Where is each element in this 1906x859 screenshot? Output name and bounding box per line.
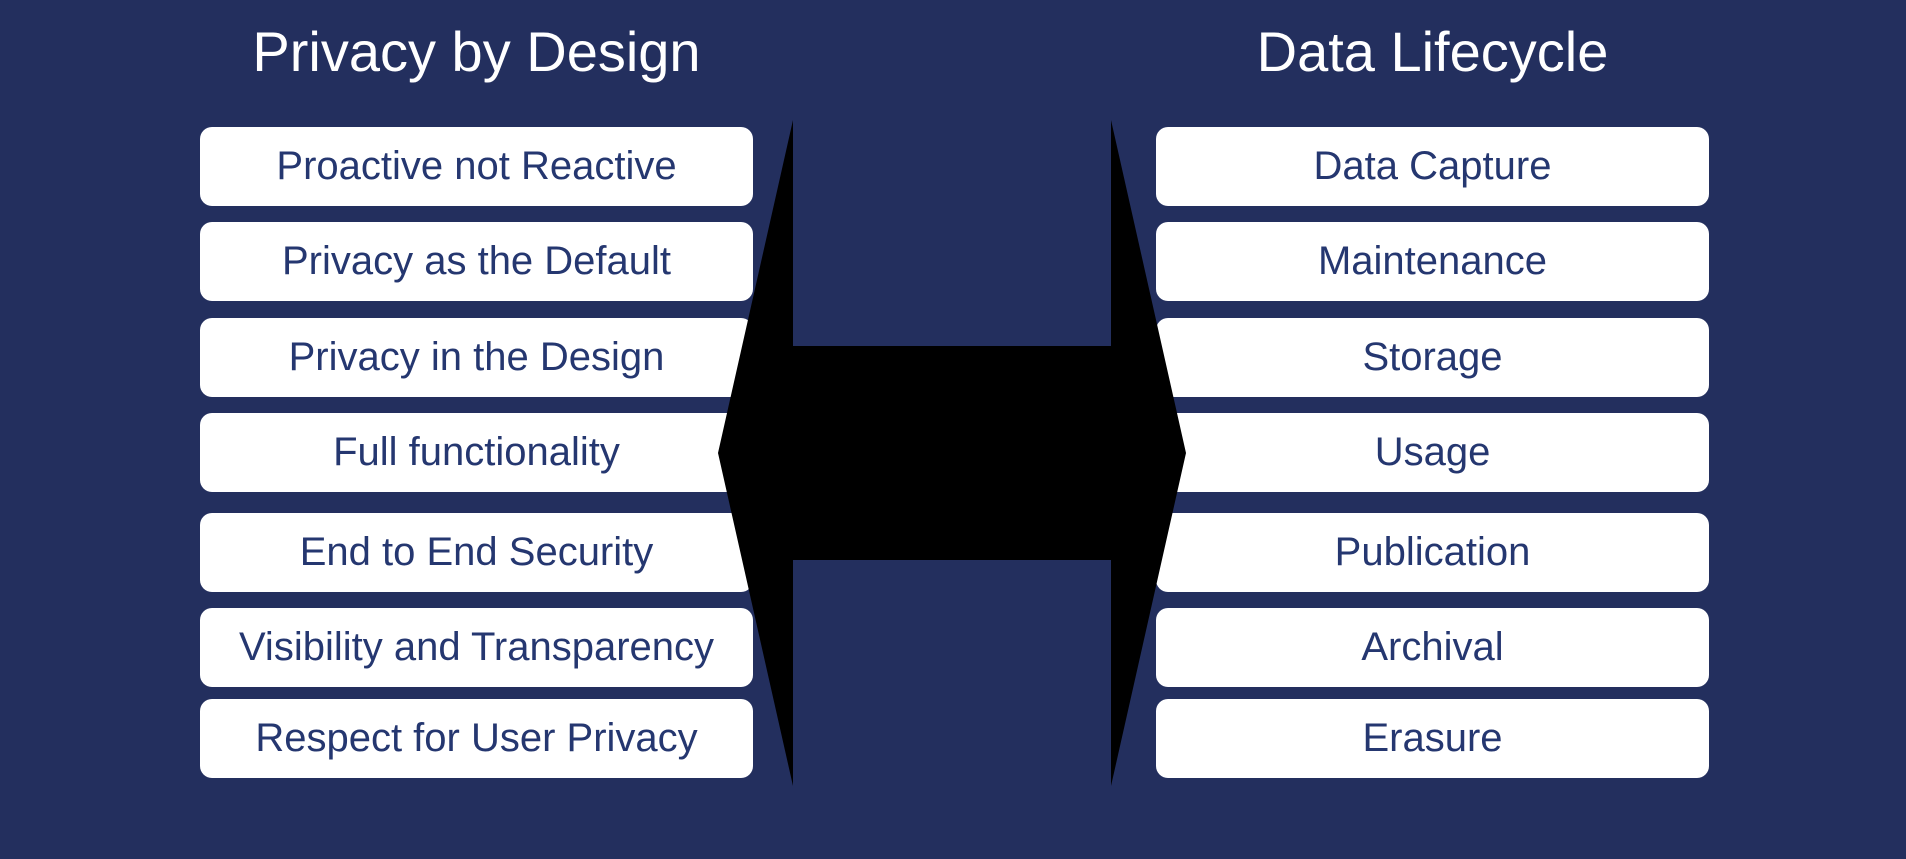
lifecycle-publication-box: Publication [1156, 513, 1709, 592]
double-arrow-shape [718, 120, 1186, 786]
data-lifecycle-heading: Data Lifecycle [1256, 20, 1609, 83]
principle-functionality-box: Full functionality [200, 413, 753, 492]
lifecycle-storage-box: Storage [1156, 318, 1709, 397]
lifecycle-capture-box: Data Capture [1156, 127, 1709, 206]
privacy-by-design-heading: Privacy by Design [252, 20, 701, 83]
lifecycle-archival-box: Archival [1156, 608, 1709, 687]
principle-respect-box: Respect for User Privacy [200, 699, 753, 778]
principle-design-box: Privacy in the Design [200, 318, 753, 397]
principle-transparency-box: Visibility and Transparency [200, 608, 753, 687]
lifecycle-maintenance-box: Maintenance [1156, 222, 1709, 301]
lifecycle-usage-box: Usage [1156, 413, 1709, 492]
principle-proactive-box: Proactive not Reactive [200, 127, 753, 206]
lifecycle-erasure-box: Erasure [1156, 699, 1709, 778]
principle-default-box: Privacy as the Default [200, 222, 753, 301]
principle-security-box: End to End Security [200, 513, 753, 592]
